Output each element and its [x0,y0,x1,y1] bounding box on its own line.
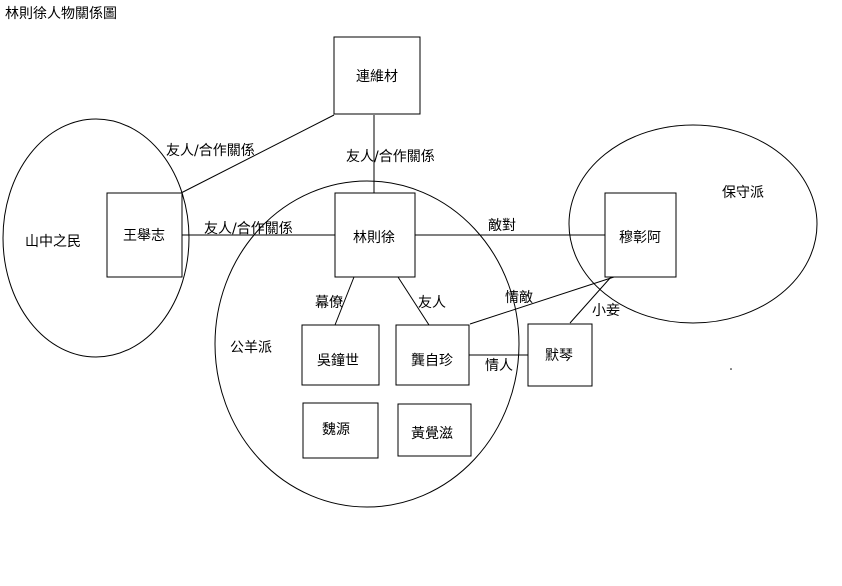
group-label-gongyang: 公羊派 [230,340,272,356]
person-name-wangjuzhi: 王舉志 [123,227,165,244]
person-name-lianweicai: 連維材 [356,69,398,85]
group-circle-baoshou [568,124,818,324]
person-box-wangjuzhi [106,192,183,278]
person-name-gongzizhen: 龔自珍 [411,352,453,369]
person-name-wuzhongshi: 吳鐘世 [317,352,359,369]
diagram-title: 林則徐人物關係圖 [5,6,117,22]
relation-label-lian-wang: 友人/合作關係 [166,143,255,159]
relation-label-gong-mo: 情人 [485,358,513,374]
relation-label-gong-mu: 情敵 [505,290,533,306]
edge-lian-wang [180,114,335,194]
person-box-moqin [527,323,593,387]
person-name-muzhanga: 穆彰阿 [619,229,661,246]
group-circle-shanzhong [2,118,190,358]
edge-gong-mu [469,276,615,325]
person-box-lianweicai [333,36,421,115]
group-label-baoshou: 保守派 [722,185,764,201]
person-box-wuzhongshi [301,324,380,386]
relation-label-lin-gong: 友人 [418,295,446,311]
stray-dot [730,368,732,370]
person-box-muzhanga [604,192,677,278]
edge-mu-mo [569,276,612,324]
relation-label-lian-lin: 友人/合作關係 [346,149,435,165]
relation-label-mu-mo: 小妾 [592,303,620,319]
group-label-shanzhong: 山中之民 [25,234,81,250]
person-box-linzexu [334,192,416,278]
person-name-linzexu: 林則徐 [353,230,395,246]
edge-lin-wu [334,276,355,326]
relation-label-lin-mu: 敵對 [488,218,516,234]
relation-label-lin-wu: 幕僚 [315,295,343,311]
group-circle-gongyang [214,180,520,508]
edge-lin-gong [397,276,430,326]
relation-label-wang-lin: 友人/合作關係 [204,221,293,237]
person-box-weiyuan [302,402,379,459]
person-name-moqin: 默琴 [545,348,573,364]
person-name-weiyuan: 魏源 [322,422,350,438]
person-name-huangjuezi: 黃覺滋 [411,426,453,442]
person-box-huangjuezi [397,403,472,457]
person-box-gongzizhen [395,324,470,386]
